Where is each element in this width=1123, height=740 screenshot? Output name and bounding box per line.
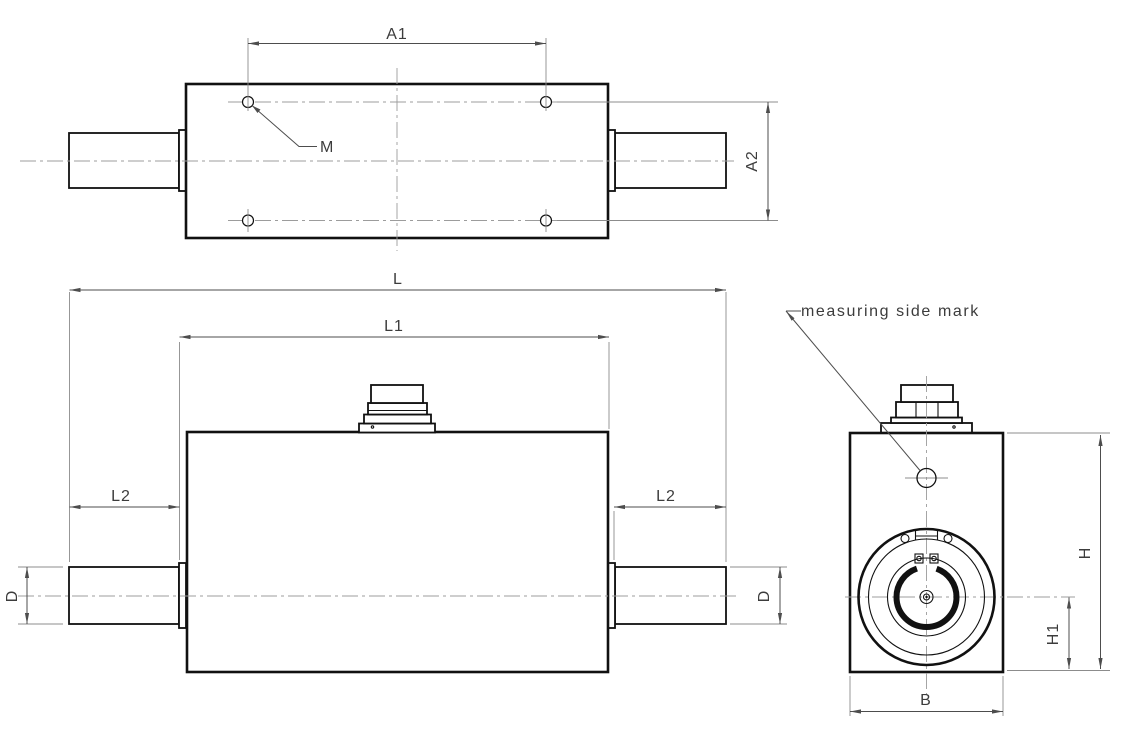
dim-label-d-left: D — [4, 590, 21, 603]
annotation-measuring-side-mark: measuring side mark — [785, 303, 980, 471]
connector-plug — [900, 384, 954, 403]
side-view: H H1 B measuring side mark — [785, 303, 1110, 716]
ring-hole — [943, 533, 953, 544]
ring-hole — [900, 533, 910, 544]
dim-label-a1: A1 — [386, 26, 408, 43]
annotation-text: measuring side mark — [801, 303, 980, 320]
dim-label-m: M — [320, 139, 334, 156]
bore-circle — [886, 557, 967, 637]
dim-label-l2-left: L2 — [111, 488, 131, 505]
dim-label-l: L — [393, 271, 403, 288]
connector-base — [358, 422, 436, 434]
connector-step — [363, 413, 432, 425]
retaining-ring-ear — [929, 553, 939, 564]
leader-arrow — [252, 105, 261, 113]
center-hole — [919, 589, 934, 605]
center-hole-inner — [922, 593, 931, 601]
dimension-h1: H1 — [1045, 597, 1072, 669]
leader-line — [251, 105, 317, 147]
dim-label-l1: L1 — [384, 318, 404, 335]
connector-pin-hole — [952, 425, 956, 429]
front-view-left-shaft — [68, 566, 180, 625]
dimension-d-right: D — [730, 566, 787, 625]
top-view-left-shaft — [68, 132, 180, 189]
dim-label-d-right: D — [756, 590, 773, 603]
connector-nut — [895, 401, 959, 419]
bearing-outer-ring — [857, 527, 996, 667]
front-view-left-flange — [178, 562, 187, 629]
leader-arrow — [786, 311, 795, 321]
connector-nut — [367, 402, 428, 416]
leader-line — [785, 310, 921, 471]
dimension-b: B — [849, 676, 1004, 716]
shaft-end-face — [857, 527, 996, 667]
center-point — [925, 595, 928, 599]
dimension-l1: L1 — [179, 318, 610, 560]
dim-label-h1: H1 — [1045, 623, 1062, 645]
dim-label-b: B — [920, 692, 932, 709]
retaining-ring-ear-hole — [931, 555, 937, 562]
dim-label-l2-right: L2 — [656, 488, 676, 505]
front-view-connector — [358, 384, 436, 434]
bearing-inner-ring — [867, 538, 986, 656]
dimension-l2-right: L2 — [613, 488, 726, 560]
retaining-ring — [893, 564, 960, 630]
front-view: L L1 L2 L2 D — [4, 271, 787, 674]
top-view: A1 A2 M — [20, 26, 778, 251]
retaining-ring-ear-hole — [916, 555, 922, 562]
dim-label-h: H — [1077, 547, 1094, 560]
leader-m: M — [251, 105, 334, 156]
dimension-l2-left: L2 — [69, 488, 180, 510]
dimension-l: L — [69, 271, 727, 562]
dimension-d-left: D — [4, 566, 63, 625]
top-view-right-shaft — [614, 132, 727, 189]
dimension-h: H — [1007, 432, 1110, 671]
dimension-a2: A2 — [557, 101, 778, 221]
front-view-body — [185, 430, 610, 674]
front-view-right-shaft — [614, 566, 727, 625]
dimension-a1: A1 — [247, 26, 547, 232]
measuring-side-mark-hole — [916, 467, 937, 489]
connector-plug — [370, 384, 424, 404]
retaining-ring-ear — [914, 553, 924, 564]
dim-label-a2: A2 — [744, 150, 761, 172]
connector-pin-hole — [370, 425, 375, 429]
